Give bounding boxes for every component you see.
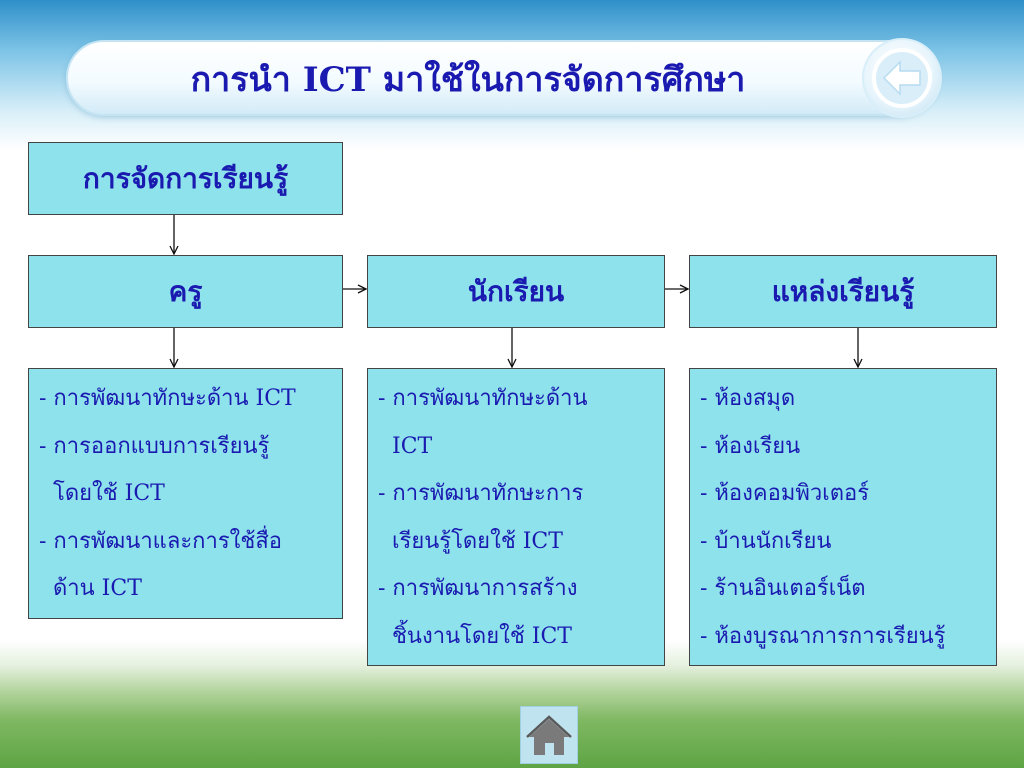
teacher-label: ครู [168, 274, 203, 308]
student-label: นักเรียน [467, 274, 565, 308]
list-item: - ห้องสมุด [700, 386, 796, 411]
resources-details: - ห้องสมุด - ห้องเรียน - ห้องคอมพิวเตอร์… [689, 368, 997, 666]
list-item: ด้าน ICT [53, 576, 142, 601]
list-item: - การออกแบบการเรียนรู้ [39, 433, 270, 459]
list-item: เรียนรู้โดยใช้ ICT [392, 528, 563, 554]
list-item: ชิ้นงานโดยใช้ ICT [392, 623, 572, 649]
teacher-details: - การพัฒนาทักษะด้าน ICT - การออกแบบการเร… [28, 368, 343, 619]
list-item: - ห้องเรียน [700, 433, 801, 459]
page-title: การนำ ICT มาใช้ในการจัดการศึกษา [190, 60, 746, 100]
student-details: - การพัฒนาทักษะด้าน ICT - การพัฒนาทักษะก… [367, 368, 665, 666]
resources-label: แหล่งเรียนรู้ [771, 274, 915, 308]
back-button[interactable] [862, 38, 942, 118]
list-item: - การพัฒนาทักษะด้าน ICT [39, 386, 296, 411]
list-item: ICT [392, 433, 433, 459]
arrow-left-icon [872, 48, 932, 108]
list-item: - การพัฒนาการสร้าง [378, 576, 578, 601]
list-item: - ห้องคอมพิวเตอร์ [700, 481, 870, 506]
student-box: นักเรียน [367, 255, 665, 328]
title-bar: การนำ ICT มาใช้ในการจัดการศึกษา [66, 40, 938, 116]
list-item: - การพัฒนาและการใช้สื่อ [39, 528, 282, 554]
root-box: การจัดการเรียนรู้ [28, 142, 343, 215]
list-item: - บ้านนักเรียน [700, 528, 832, 554]
list-item: โดยใช้ ICT [53, 481, 165, 506]
list-item: - การพัฒนาทักษะการ [378, 481, 584, 506]
list-item: - ห้องบูรณาการการเรียนรู้ [700, 623, 946, 649]
teacher-box: ครู [28, 255, 343, 328]
resources-box: แหล่งเรียนรู้ [689, 255, 997, 328]
home-icon [526, 715, 572, 755]
list-item: - ร้านอินเตอร์เน็ต [700, 576, 866, 601]
root-label: การจัดการเรียนรู้ [82, 161, 289, 195]
list-item: - การพัฒนาทักษะด้าน [378, 386, 588, 411]
home-button[interactable] [520, 706, 578, 764]
